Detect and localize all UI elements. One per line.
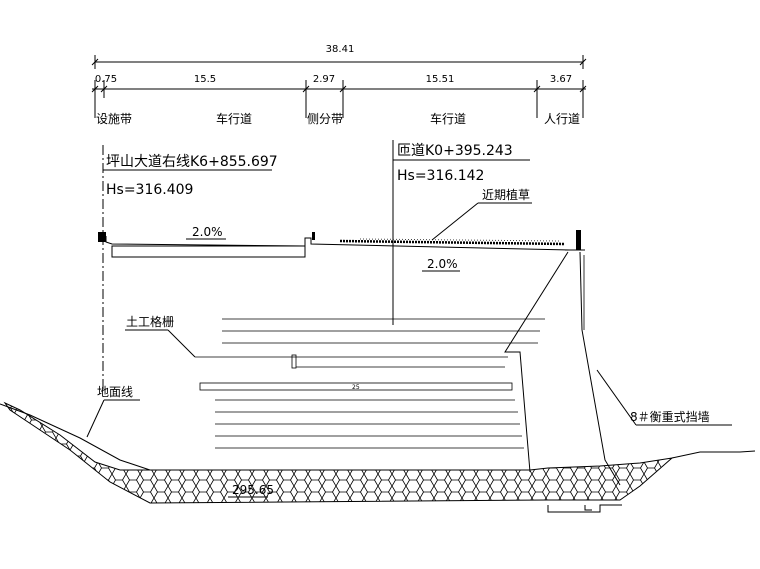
gravel-base: [3, 401, 674, 504]
grass-label: 近期植草: [482, 187, 530, 202]
zone-facility-belt: 设施带: [96, 112, 132, 126]
station-right: 匝道K0+395.243 Hs=316.142: [392, 140, 530, 325]
wall-label: 8＃衡重式挡墙: [630, 410, 710, 424]
road-surface: [98, 230, 585, 258]
dim-segment-4: 15.51: [426, 74, 455, 85]
dim-total: 38.41: [326, 44, 355, 55]
zone-side-median: 侧分带: [307, 112, 343, 126]
beam-label: 25: [352, 384, 360, 391]
geogrid-callout: 土工格栅: [125, 314, 196, 358]
dim-segment-3: 2.97: [313, 74, 335, 85]
dim-segment-5: 3.67: [550, 74, 572, 85]
station-right-elevation: Hs=316.142: [397, 168, 484, 184]
zone-carriageway-left: 车行道: [216, 111, 252, 126]
left-pavement-slab: [111, 245, 306, 258]
station-right-mileage: 匝道K0+395.243: [397, 143, 513, 159]
dim-segment-2: 15.5: [194, 74, 216, 85]
ground-callout: 地面线: [86, 385, 140, 438]
ground-line: [0, 403, 151, 471]
bottom-elevation-label: 295.65: [232, 483, 274, 497]
station-left-elevation: Hs=316.409: [106, 182, 193, 198]
station-left: 坪山大道右线K6+855.697 Hs=316.409: [102, 145, 278, 390]
slope-right: 2.0%: [427, 257, 458, 271]
zone-sidewalk: 人行道: [544, 112, 580, 126]
geogrid-layers: 25: [195, 318, 545, 449]
geogrid-label: 土工格栅: [126, 314, 174, 329]
grass-callout: 近期植草: [431, 187, 532, 241]
bottom-elevation: 295.65: [228, 483, 274, 498]
zone-carriageway-right: 车行道: [430, 111, 466, 126]
slope-left: 2.0%: [192, 225, 223, 239]
zone-labels: 设施带 车行道 侧分带 车行道 人行道: [96, 111, 580, 126]
dim-segment-1: 0.75: [95, 74, 117, 85]
station-left-mileage: 坪山大道右线K6+855.697: [106, 154, 278, 170]
ground-label: 地面线: [97, 385, 133, 399]
wall-callout: 8＃衡重式挡墙: [596, 369, 732, 426]
dimension-chain: 38.41 0.75 15.5 2.97 15.51 3.67: [91, 44, 587, 118]
